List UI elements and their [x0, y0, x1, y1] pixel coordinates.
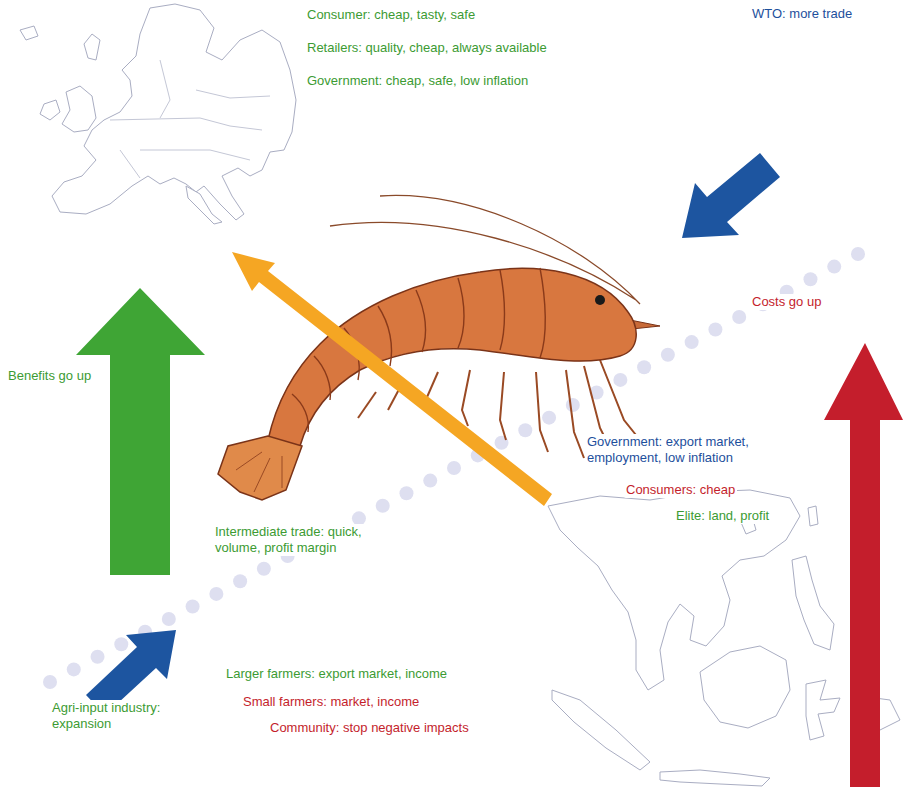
annotation-label: Consumers: cheap: [624, 482, 737, 498]
annotation-label: WTO: more trade: [750, 6, 854, 22]
chain-dot: [91, 650, 105, 664]
europe-map: [20, 4, 296, 224]
chain-dot: [114, 637, 128, 651]
chain-dot: [542, 411, 556, 425]
chain-dot: [613, 373, 627, 387]
annotation-label: Benefits go up: [6, 368, 93, 384]
trade-flow-arrow: [232, 252, 552, 506]
dotted-chain-line: [43, 247, 865, 689]
southeast-asia-map: [548, 490, 900, 786]
chain-dot: [637, 360, 651, 374]
annotation-label: Elite: land, profit: [674, 508, 771, 524]
chain-dot: [233, 574, 247, 588]
chain-dot: [708, 323, 722, 337]
annotation-label: Agri-input industry: expansion: [50, 700, 190, 732]
annotation-label: Community: stop negative impacts: [268, 720, 471, 736]
chain-dot: [162, 612, 176, 626]
chain-dot: [851, 247, 865, 261]
chain-dot: [566, 398, 580, 412]
chain-dot: [518, 423, 532, 437]
chain-dot: [495, 436, 509, 450]
chain-dot: [423, 474, 437, 488]
chain-dot: [67, 662, 81, 676]
chain-dot: [447, 461, 461, 475]
chain-dot: [399, 486, 413, 500]
chain-dot: [827, 260, 841, 274]
chain-dot: [209, 587, 223, 601]
chain-dot: [803, 272, 817, 286]
chain-dot: [685, 335, 699, 349]
chain-dot: [376, 499, 390, 513]
annotation-label: Costs go up: [750, 294, 823, 310]
annotation-label: Intermediate trade: quick, volume, profi…: [213, 524, 399, 556]
chain-dot: [732, 310, 746, 324]
chain-dot: [43, 675, 57, 689]
annotation-label: Government: cheap, safe, low inflation: [305, 73, 530, 89]
annotation-label: Larger farmers: export market, income: [224, 666, 449, 682]
annotation-label: Consumer: cheap, tasty, safe: [305, 7, 477, 23]
chain-dot: [257, 562, 271, 576]
annotation-label: Small farmers: market, income: [241, 694, 421, 710]
chain-dot: [661, 348, 675, 362]
benefits-arrow: [76, 288, 205, 575]
wto-pressure-arrow: [682, 153, 780, 238]
chain-dot: [186, 599, 200, 613]
annotation-label: Retailers: quality, cheap, always availa…: [305, 40, 549, 56]
costs-arrow: [824, 343, 903, 787]
annotation-label: Government: export market, employment, l…: [585, 434, 767, 466]
